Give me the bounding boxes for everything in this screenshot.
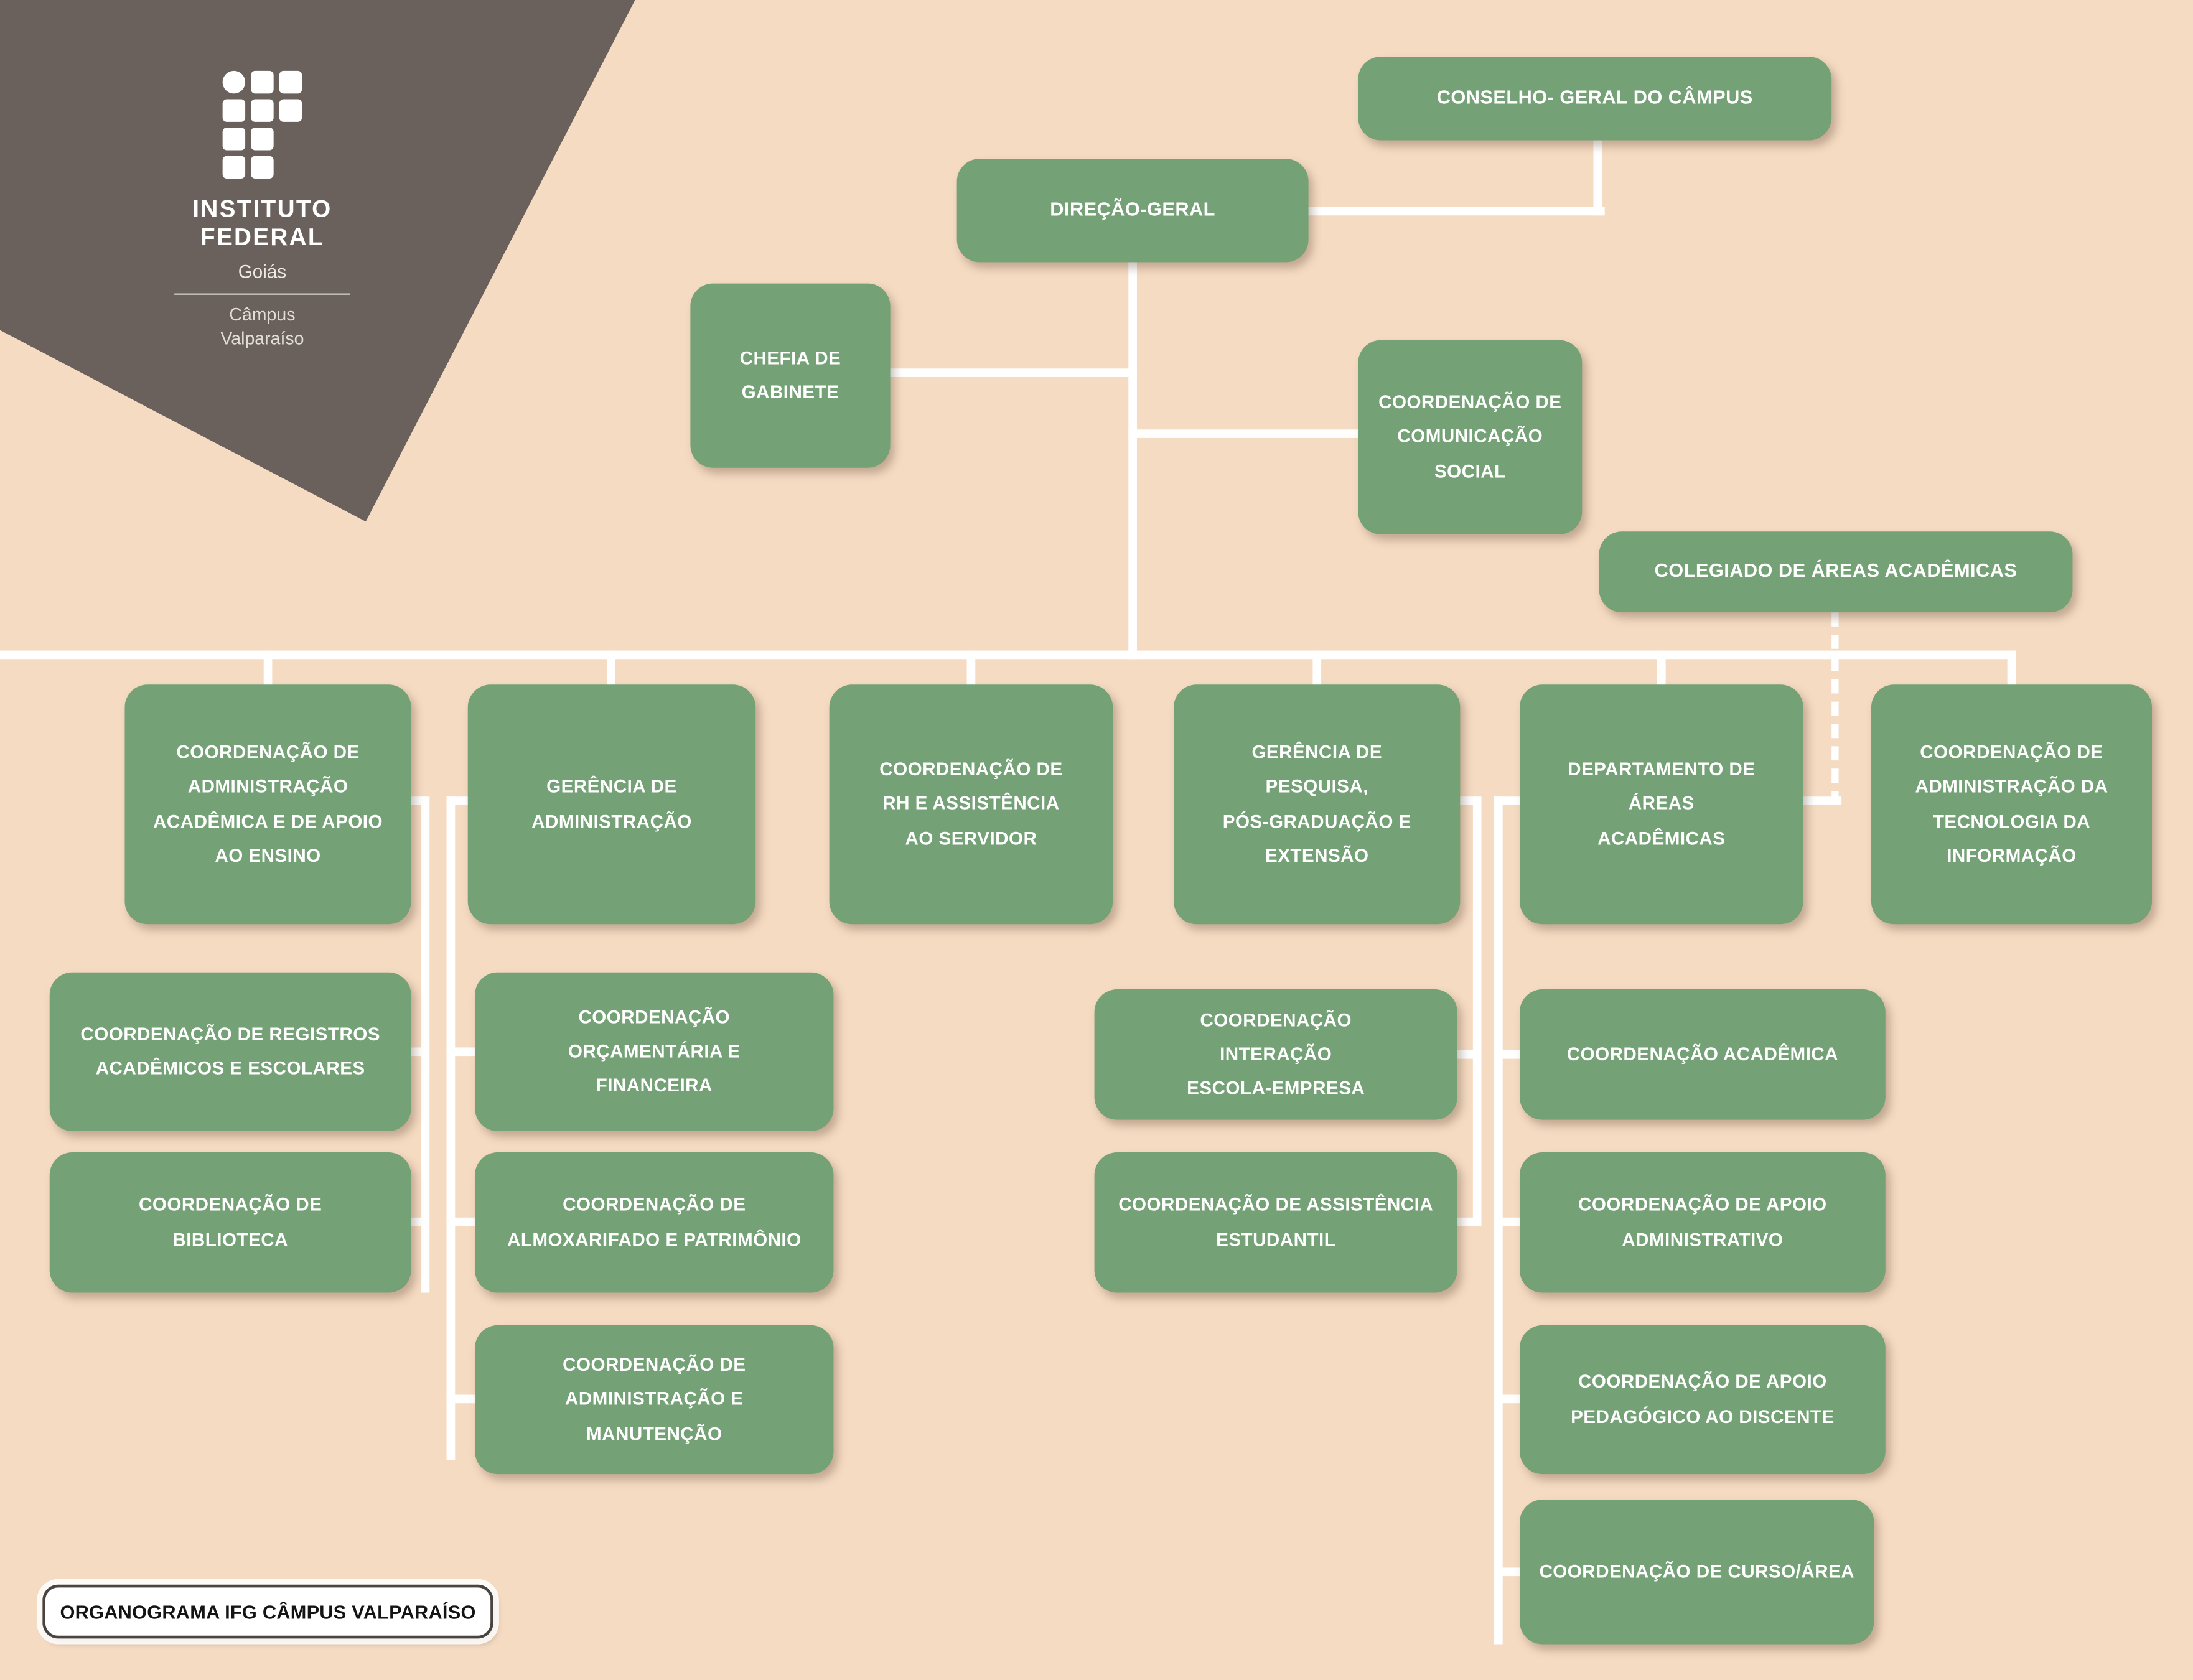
node-chefia-de-gabinete: CHEFIA DE GABINETE xyxy=(690,283,891,468)
connector-colegiado-horizontal xyxy=(1798,796,1842,805)
ifg-logo-icon xyxy=(222,70,302,184)
connector-colegiado-dashed xyxy=(1831,612,1839,805)
connector-col4-stub-top xyxy=(1457,796,1477,805)
banner-divider xyxy=(174,293,350,296)
node-coordenacao-interacao-escola-empresa: COORDENAÇÃO INTERAÇÃO ESCOLA-EMPRESA xyxy=(1094,989,1457,1120)
connector-col2-stub-manutencao xyxy=(446,1394,478,1404)
campus-banner: INSTITUTO FEDERAL Goiás Câmpus Valparaís… xyxy=(0,0,635,522)
connector-col2-stub-orcamentaria xyxy=(446,1047,478,1057)
connector-col5-stub-top xyxy=(1494,796,1524,805)
connector-col2-vertical xyxy=(446,796,456,1460)
campus-banner-content: INSTITUTO FEDERAL Goiás Câmpus Valparaís… xyxy=(142,70,383,352)
node-coordenacao-rh-assistencia-servidor: COORDENAÇÃO DE RH E ASSISTÊNCIA AO SERVI… xyxy=(829,684,1113,925)
node-coordenacao-apoio-administrativo: COORDENAÇÃO DE APOIO ADMINISTRATIVO xyxy=(1520,1152,1886,1293)
connector-stub-adm-academica xyxy=(263,650,273,691)
connector-col5-stub-academica xyxy=(1494,1050,1524,1059)
node-coordenacao-biblioteca: COORDENAÇÃO DE BIBLIOTECA xyxy=(49,1152,411,1293)
connector-col5-stub-pedagogico xyxy=(1494,1394,1524,1404)
ifg-logo-row xyxy=(222,128,302,151)
logo-square-icon xyxy=(222,128,246,151)
connector-col4-stub-assistencia xyxy=(1457,1217,1477,1226)
logo-square-icon xyxy=(279,70,302,94)
logo-square-icon xyxy=(222,156,246,179)
connector-col4-vertical xyxy=(1472,796,1482,1226)
banner-federal-label: FEDERAL xyxy=(200,224,324,251)
banner-campus-label: Câmpus xyxy=(229,304,296,325)
connector-col2-stub-top xyxy=(446,796,472,805)
connector-col1-stub-registros xyxy=(408,1047,426,1057)
node-colegiado-areas-academicas: COLEGIADO DE ÁREAS ACADÊMICAS xyxy=(1599,531,2073,613)
node-coordenacao-assistencia-estudantil: COORDENAÇÃO DE ASSISTÊNCIA ESTUDANTIL xyxy=(1094,1152,1457,1293)
connector-conselho-horizontal xyxy=(1304,207,1605,216)
connector-col1-stub-biblioteca xyxy=(408,1217,426,1226)
connector-main-horizontal xyxy=(0,650,2016,660)
ifg-logo-row xyxy=(222,99,302,122)
logo-square-icon xyxy=(251,99,274,122)
logo-square-icon xyxy=(279,99,302,122)
banner-region-label: Goiás xyxy=(238,261,287,282)
node-coordenacao-academica: COORDENAÇÃO ACADÊMICA xyxy=(1520,989,1886,1120)
connector-comunicacao xyxy=(1128,429,1361,438)
node-coordenacao-curso-area: COORDENAÇÃO DE CURSO/ÁREA xyxy=(1520,1500,1874,1645)
connector-col1-vertical xyxy=(421,796,430,1293)
connector-chefia xyxy=(887,368,1137,377)
node-gerencia-de-administracao: GERÊNCIA DE ADMINISTRAÇÃO xyxy=(467,684,756,925)
logo-square-icon xyxy=(222,99,246,122)
node-coordenacao-administracao-manutencao: COORDENAÇÃO DE ADMINISTRAÇÃO E MANUTENÇÃ… xyxy=(475,1325,834,1475)
node-coordenacao-adm-academica-apoio-ensino: COORDENAÇÃO DE ADMINISTRAÇÃO ACADÊMICA E… xyxy=(124,684,411,925)
connector-conselho-vertical xyxy=(1593,140,1602,216)
connector-stub-rh xyxy=(966,650,976,691)
node-direcao-geral: DIREÇÃO-GERAL xyxy=(956,159,1309,263)
node-coordenacao-apoio-pedagogico-discente: COORDENAÇÃO DE APOIO PEDAGÓGICO AO DISCE… xyxy=(1520,1325,1886,1475)
connector-col1-stub-top xyxy=(408,796,426,805)
connector-stub-gerencia-adm xyxy=(606,650,615,691)
connector-stub-ti xyxy=(2007,650,2016,691)
banner-instituto-label: INSTITUTO xyxy=(192,195,332,223)
node-departamento-areas-academicas: DEPARTAMENTO DE ÁREAS ACADÊMICAS xyxy=(1520,684,1803,925)
logo-dot-icon xyxy=(222,70,246,94)
logo-square-icon xyxy=(251,70,274,94)
connector-stub-departamento xyxy=(1657,650,1666,691)
connector-col2-stub-almoxarifado xyxy=(446,1217,478,1226)
node-coordenacao-registros-academicos: COORDENAÇÃO DE REGISTROS ACADÊMICOS E ES… xyxy=(49,972,411,1131)
node-coordenacao-comunicacao-social: COORDENAÇÃO DE COMUNICAÇÃO SOCIAL xyxy=(1358,340,1583,534)
node-gerencia-pesquisa-pos-graduacao-extensao: GERÊNCIA DE PESQUISA, PÓS-GRADUAÇÃO E EX… xyxy=(1174,684,1461,925)
connector-col5-stub-curso xyxy=(1494,1567,1524,1577)
node-coordenacao-almoxarifado-patrimonio: COORDENAÇÃO DE ALMOXARIFADO E PATRIMÔNIO xyxy=(475,1152,834,1293)
ifg-logo-row xyxy=(222,70,302,94)
connector-stub-gerencia-pesquisa xyxy=(1312,650,1322,691)
organogram-title-badge: ORGANOGRAMA IFG CÂMPUS VALPARAÍSO xyxy=(42,1584,493,1639)
banner-campus-name-label: Valparaíso xyxy=(220,329,304,349)
logo-square-icon xyxy=(251,128,274,151)
logo-square-icon xyxy=(251,156,274,179)
connector-direcao-trunk xyxy=(1128,259,1137,660)
connector-col4-stub-interacao xyxy=(1457,1050,1477,1059)
node-coordenacao-adm-tecnologia-informacao: COORDENAÇÃO DE ADMINISTRAÇÃO DA TECNOLOG… xyxy=(1871,684,2153,925)
node-coordenacao-orcamentaria-financeira: COORDENAÇÃO ORÇAMENTÁRIA E FINANCEIRA xyxy=(475,972,834,1131)
connector-col5-stub-apoio-adm xyxy=(1494,1217,1524,1226)
ifg-logo-row xyxy=(222,156,302,179)
node-conselho-geral-do-campus: CONSELHO- GERAL DO CÂMPUS xyxy=(1358,57,1832,141)
